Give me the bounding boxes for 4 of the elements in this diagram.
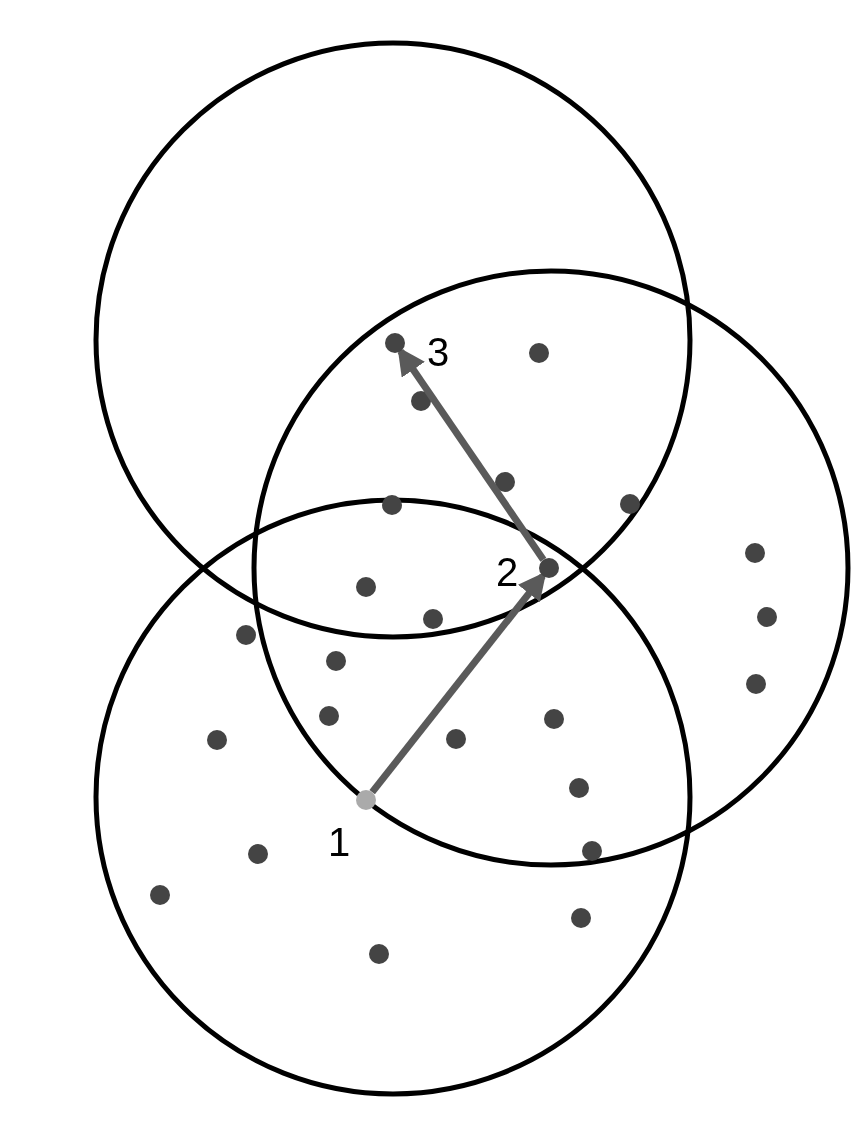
point-number: 3: [427, 332, 450, 372]
point-number: 1: [328, 822, 351, 862]
point-number: 2: [496, 552, 519, 592]
arrow: [369, 571, 547, 795]
